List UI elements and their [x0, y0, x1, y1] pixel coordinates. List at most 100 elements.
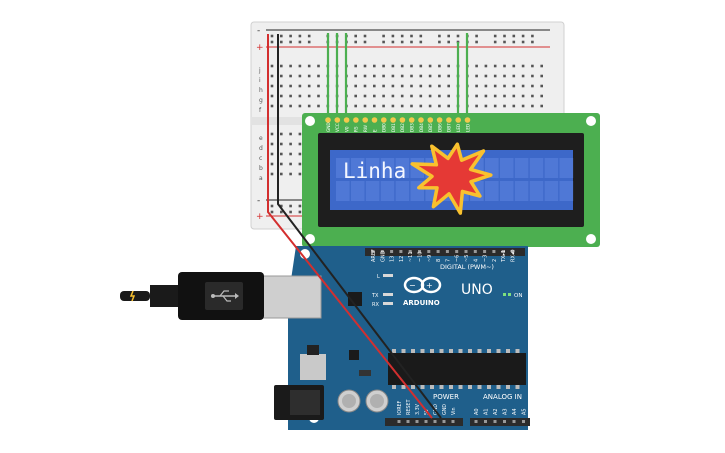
lcd-pin-label: E	[372, 129, 377, 132]
chip-pin	[411, 385, 415, 389]
rail-hole	[475, 34, 478, 38]
breadboard-hole	[438, 84, 441, 88]
lcd-cell	[380, 181, 395, 201]
breadboard-hole	[419, 84, 423, 88]
logo-loop-right	[420, 276, 442, 294]
rail-hole	[382, 34, 385, 38]
breadboard-hole	[270, 104, 274, 108]
breadboard-hole	[317, 64, 320, 68]
breadboard-hole	[354, 94, 357, 98]
chip-pin	[515, 385, 520, 389]
rail-hole	[270, 204, 274, 208]
breadboard-hole	[400, 104, 404, 108]
mounting-hole	[586, 234, 596, 244]
breadboard-hole	[447, 94, 450, 98]
rail-hole	[410, 40, 413, 44]
breadboard-hole	[270, 172, 274, 176]
rail-hole	[354, 40, 357, 44]
lcd-pin-label: VCC	[335, 123, 340, 132]
rail-hole	[503, 40, 506, 44]
analog-label: ANALOG IN	[483, 393, 522, 401]
lcd-pin-label: LED	[456, 124, 461, 132]
power-pin-label: IOREF	[397, 400, 403, 415]
header-pin	[371, 250, 375, 253]
rail-hole	[298, 34, 302, 38]
chip-pin	[392, 385, 396, 389]
breadboard-hole	[298, 162, 302, 166]
header-pin	[397, 420, 401, 423]
rail-hole	[280, 40, 283, 44]
breadboard-hole	[484, 74, 488, 78]
logo-minus: −	[409, 281, 416, 290]
lcd-pin-label: DB3	[410, 123, 415, 132]
led-tx	[383, 293, 393, 296]
power-wires	[267, 34, 442, 419]
chip-pin	[430, 349, 434, 353]
chip-pin	[468, 385, 472, 389]
lcd-cell	[395, 181, 410, 201]
lcd-pin-label: LED	[465, 124, 470, 132]
mounting-hole	[528, 396, 540, 408]
breadboard-hole	[419, 74, 423, 78]
breadboard-hole	[410, 104, 413, 108]
analog-pin-label: A3	[503, 408, 509, 415]
analog-pin-label: A5	[522, 408, 528, 415]
header-pin	[436, 250, 440, 253]
breadboard-hole	[363, 74, 367, 78]
lcd-pin-label: DB0	[382, 123, 387, 132]
breadboard-hole	[280, 172, 283, 176]
breadboard-hole	[289, 162, 292, 166]
analog-pin-label: A1	[484, 408, 490, 415]
breadboard-hole	[280, 84, 283, 88]
led-l	[383, 274, 393, 277]
usb-cable	[120, 272, 264, 320]
digital-pin-label: ~11	[408, 251, 414, 262]
logo-text: ARDUINO	[403, 299, 440, 307]
mounting-hole	[528, 292, 540, 304]
breadboard-hole	[475, 104, 478, 108]
breadboard-hole	[298, 94, 302, 98]
rail-hole	[354, 34, 357, 38]
breadboard-hole	[289, 172, 292, 176]
header-pin	[406, 420, 410, 423]
led-rx	[383, 302, 393, 305]
lcd-pin	[334, 117, 341, 123]
breadboard-hole	[512, 74, 516, 78]
chip-pin	[449, 385, 453, 389]
power-pin-label: Vin	[451, 407, 457, 415]
breadboard-hole	[270, 84, 274, 88]
breadboard-hole	[493, 64, 497, 68]
breadboard-hole	[373, 104, 376, 108]
breadboard-hole	[503, 84, 506, 88]
breadboard-hole	[493, 74, 497, 78]
rail-hole	[438, 34, 441, 38]
power-jack-front	[290, 390, 320, 415]
breadboard-hole	[307, 74, 311, 78]
header-pin	[427, 250, 431, 253]
on-led	[503, 293, 506, 296]
rail-hole	[280, 34, 283, 38]
breadboard-hole	[270, 64, 274, 68]
lcd-pin	[343, 117, 350, 123]
rail-minus-label-bottom: -	[257, 196, 260, 206]
rail-hole	[419, 40, 423, 44]
header-pin	[483, 250, 487, 253]
breadboard-hole	[391, 104, 395, 108]
breadboard-hole	[391, 94, 395, 98]
header-pin	[380, 250, 384, 253]
rail-hole	[400, 40, 404, 44]
chip-pin	[487, 385, 491, 389]
lcd-cell	[514, 181, 529, 201]
breadboard-hole	[307, 104, 311, 108]
lcd-pin	[464, 117, 471, 123]
lcd-pin	[455, 117, 462, 123]
breadboard-hole	[540, 94, 543, 98]
breadboard-hole	[503, 104, 506, 108]
breadboard-hole	[475, 64, 478, 68]
rail-hole	[270, 40, 274, 44]
lcd-cell	[350, 158, 365, 178]
rail-hole	[391, 34, 395, 38]
